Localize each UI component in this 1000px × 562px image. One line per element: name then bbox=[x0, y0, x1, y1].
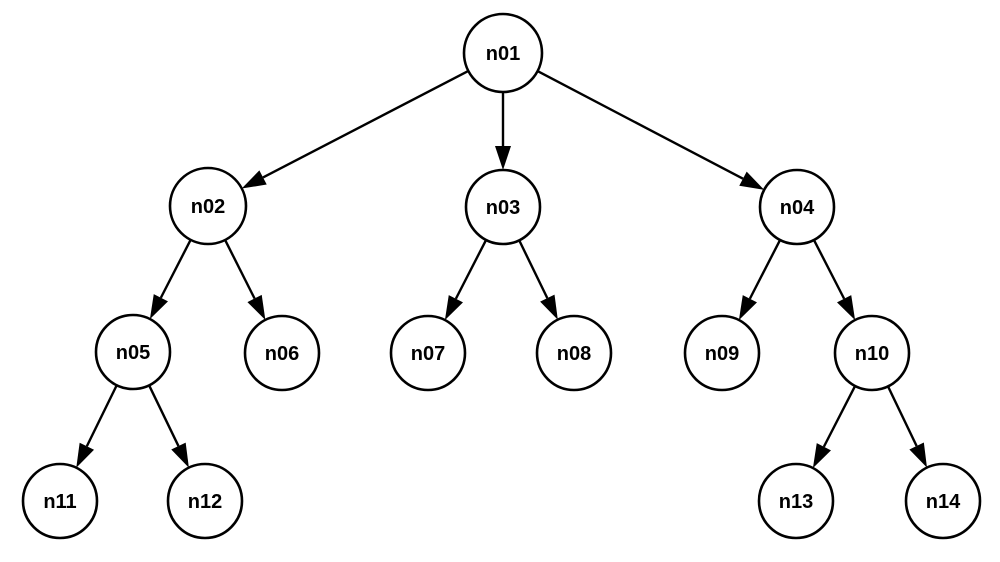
edge-n03-to-n07 bbox=[444, 239, 488, 321]
node-circle[interactable] bbox=[535, 314, 613, 392]
edge-line bbox=[822, 385, 857, 448]
node-n08[interactable]: n08 bbox=[535, 314, 613, 392]
edge-n05-to-n11 bbox=[76, 384, 118, 468]
arrowhead-icon bbox=[812, 443, 831, 469]
node-n06[interactable]: n06 bbox=[243, 314, 321, 392]
edge-n05-to-n12 bbox=[148, 384, 189, 468]
edge-line bbox=[812, 239, 846, 300]
node-circle[interactable] bbox=[464, 168, 542, 246]
node-circle[interactable] bbox=[683, 314, 761, 392]
edge-line bbox=[518, 239, 549, 299]
edge-line bbox=[148, 384, 180, 447]
node-n01[interactable]: n01 bbox=[462, 12, 544, 94]
nodes-layer: n01 n02 n03 n04 n05 n06 n07 n08 n09 n10 n11 n12 n13 n… bbox=[21, 12, 982, 540]
node-circle[interactable] bbox=[758, 168, 836, 246]
edge-line bbox=[748, 239, 782, 300]
edge-n10-to-n14 bbox=[886, 385, 927, 468]
arrowhead-icon bbox=[837, 295, 856, 321]
arrowhead-icon bbox=[444, 295, 463, 321]
edge-n10-to-n13 bbox=[812, 385, 857, 469]
node-circle[interactable] bbox=[94, 313, 172, 391]
node-n10[interactable]: n10 bbox=[833, 314, 911, 392]
edge-n01-to-n02 bbox=[241, 69, 469, 189]
edge-line bbox=[262, 69, 469, 179]
edge-n03-to-n08 bbox=[518, 239, 558, 320]
edge-n01-to-n03 bbox=[495, 92, 511, 170]
arrowhead-icon bbox=[241, 170, 267, 189]
edges-layer bbox=[76, 69, 927, 469]
edge-line bbox=[536, 70, 744, 180]
edge-n02-to-n06 bbox=[224, 239, 266, 320]
node-circle[interactable] bbox=[243, 314, 321, 392]
arrowhead-icon bbox=[909, 442, 927, 468]
node-circle[interactable] bbox=[833, 314, 911, 392]
arrowhead-icon bbox=[247, 294, 266, 320]
edge-line bbox=[224, 239, 256, 300]
arrowhead-icon bbox=[739, 171, 765, 190]
node-n07[interactable]: n07 bbox=[389, 314, 467, 392]
node-n13[interactable]: n13 bbox=[757, 462, 835, 540]
edge-n04-to-n10 bbox=[812, 239, 856, 321]
edge-line bbox=[454, 239, 488, 300]
edge-line bbox=[886, 385, 918, 447]
edge-line bbox=[85, 384, 118, 447]
node-n03[interactable]: n03 bbox=[464, 168, 542, 246]
node-n12[interactable]: n12 bbox=[166, 462, 244, 540]
arrowhead-icon bbox=[171, 442, 189, 468]
node-n09[interactable]: n09 bbox=[683, 314, 761, 392]
node-circle[interactable] bbox=[389, 314, 467, 392]
edge-n01-to-n04 bbox=[536, 70, 765, 190]
node-circle[interactable] bbox=[166, 462, 244, 540]
arrowhead-icon bbox=[149, 294, 168, 320]
edge-line bbox=[159, 239, 192, 299]
node-n05[interactable]: n05 bbox=[94, 313, 172, 391]
node-circle[interactable] bbox=[462, 12, 544, 94]
edge-n04-to-n09 bbox=[738, 239, 782, 321]
node-n11[interactable]: n11 bbox=[21, 462, 99, 540]
arrowhead-icon bbox=[76, 442, 95, 468]
node-circle[interactable] bbox=[904, 462, 982, 540]
edge-n02-to-n05 bbox=[149, 239, 192, 320]
node-circle[interactable] bbox=[168, 166, 248, 246]
node-n14[interactable]: n14 bbox=[904, 462, 982, 540]
arrowhead-icon bbox=[495, 146, 511, 170]
node-n02[interactable]: n02 bbox=[168, 166, 248, 246]
node-circle[interactable] bbox=[757, 462, 835, 540]
node-circle[interactable] bbox=[21, 462, 99, 540]
arrowhead-icon bbox=[540, 294, 558, 320]
node-n04[interactable]: n04 bbox=[758, 168, 836, 246]
arrowhead-icon bbox=[738, 295, 757, 321]
